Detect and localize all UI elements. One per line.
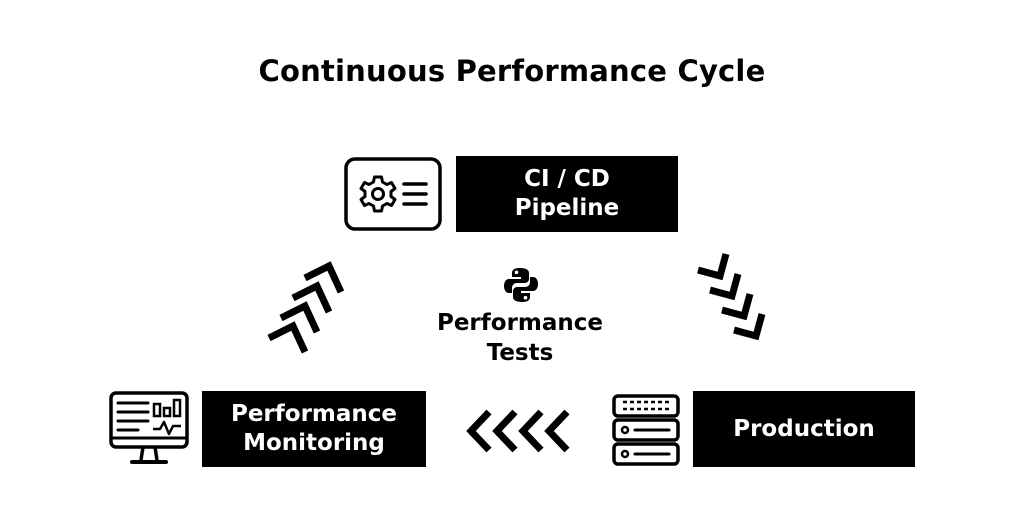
performance-tests-label: Performance Tests: [436, 310, 604, 366]
ci-cd-pipeline-node: CI / CD Pipeline: [456, 156, 678, 232]
chevrons-down-right-icon: [690, 250, 780, 350]
diagram-title: Continuous Performance Cycle: [258, 54, 766, 88]
chevrons-left-icon: [465, 408, 575, 454]
settings-panel-icon: [344, 157, 442, 231]
python-logo-icon: [503, 267, 539, 303]
server-stack-icon: [611, 393, 681, 467]
production-node: Production: [693, 391, 915, 467]
chevrons-up-right-icon: [255, 258, 345, 368]
monitor-dashboard-icon: [108, 390, 190, 468]
performance-monitoring-node: Performance Monitoring: [202, 391, 426, 467]
